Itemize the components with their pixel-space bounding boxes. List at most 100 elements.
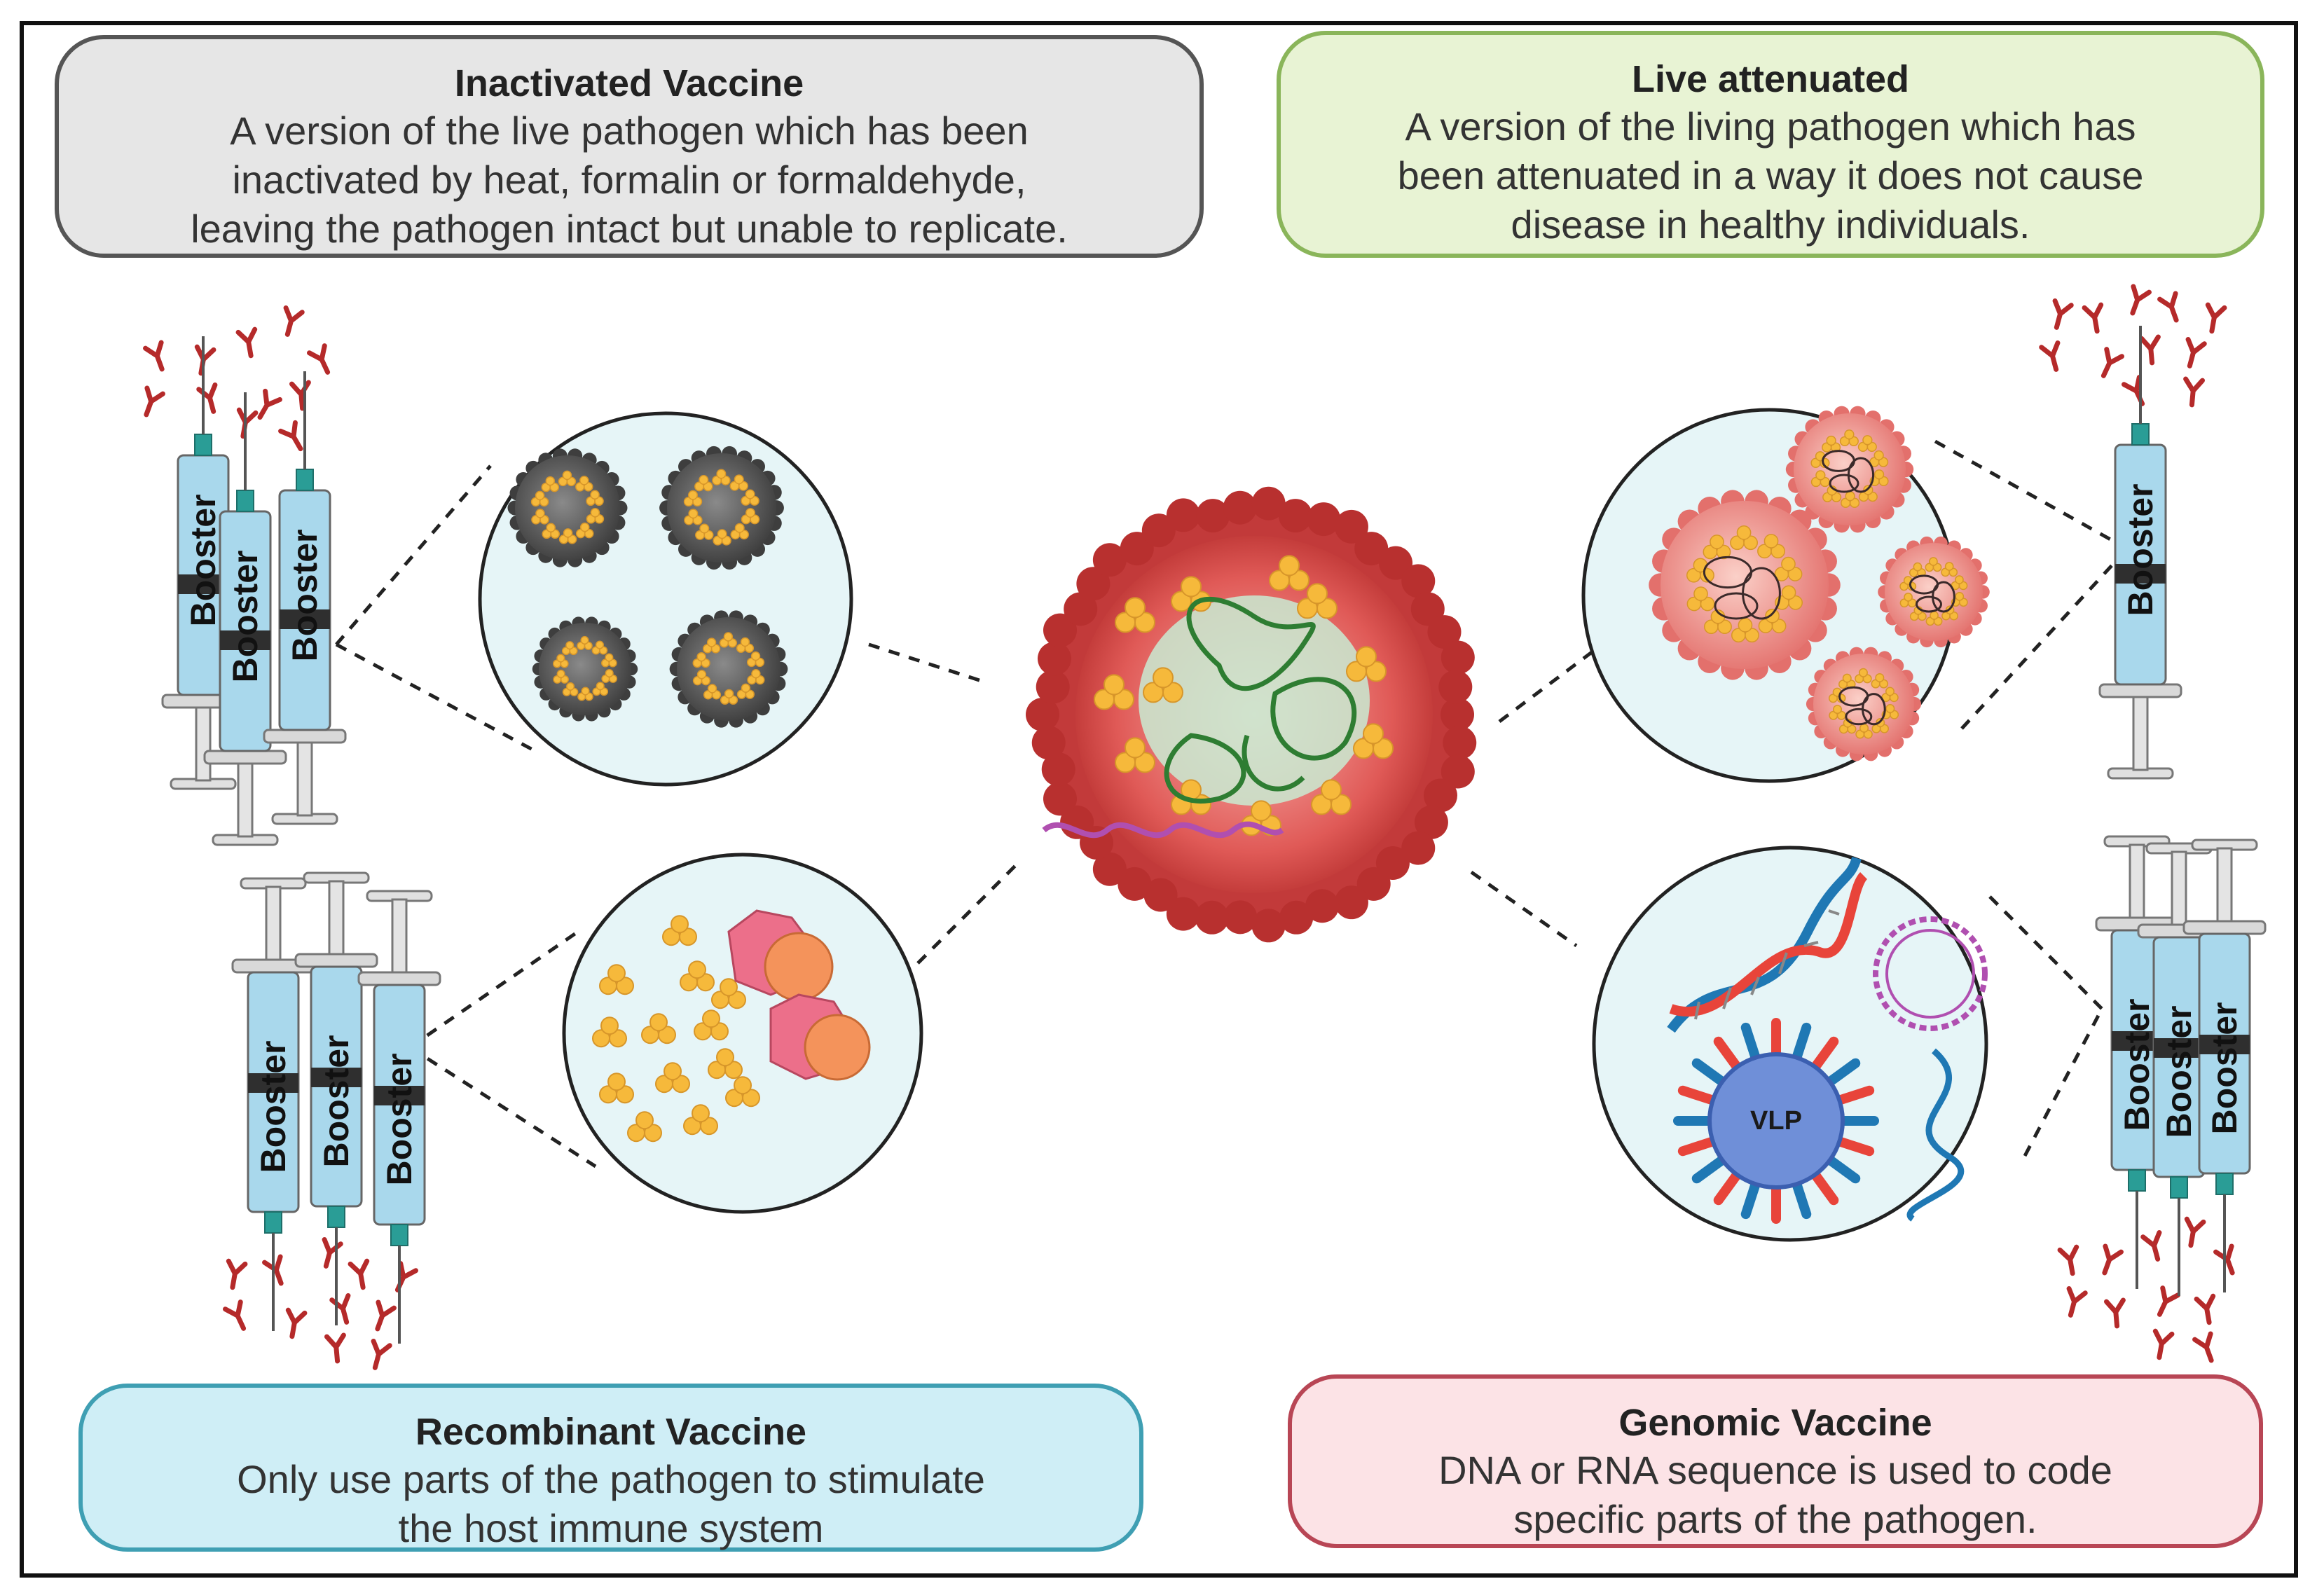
antigen-cluster xyxy=(1297,583,1338,619)
syringe: Booster xyxy=(2137,842,2221,1297)
vlp-spike xyxy=(1834,1085,1875,1105)
virus-spike xyxy=(1223,900,1258,935)
antigen-cluster xyxy=(1855,668,1872,684)
vlp-spike xyxy=(1792,1179,1812,1220)
syringe-label: Booster xyxy=(2205,1002,2244,1135)
rna-strand xyxy=(1906,1048,1965,1222)
antigen-cluster xyxy=(692,651,710,668)
virus-spike xyxy=(1379,546,1413,580)
antibody-icon xyxy=(2124,378,2150,408)
antigen-cluster xyxy=(592,1016,627,1048)
virus-spike xyxy=(1427,615,1462,649)
antigen-cluster xyxy=(662,915,697,946)
antigen-cluster xyxy=(1686,558,1714,583)
attenuated-virus xyxy=(1878,536,1990,648)
syringe: Booster xyxy=(203,391,287,846)
inactivated-desc-line: inactivated by heat, formalin or formald… xyxy=(232,158,1026,202)
antigen-cluster xyxy=(703,637,721,654)
antigen-cluster xyxy=(747,669,765,685)
virus-spike xyxy=(1414,805,1448,839)
virus-spike xyxy=(1118,867,1152,901)
antibody-icon xyxy=(326,1335,345,1362)
virus-spike xyxy=(1251,909,1286,943)
antibody-icon xyxy=(2195,1334,2220,1363)
antigen-cluster xyxy=(1703,535,1731,560)
antigen-cluster xyxy=(1704,609,1732,635)
antibody-icon xyxy=(226,1302,252,1332)
live-title: Live attenuated xyxy=(1631,58,1910,100)
syringes-inactivated: Booster Booster Booster xyxy=(161,335,347,846)
virus-spike xyxy=(1443,726,1477,760)
inactivated-desc-line: leaving the pathogen intact but unable t… xyxy=(191,207,1068,251)
antibody-icon xyxy=(2182,1219,2203,1247)
plasmid-ring xyxy=(1873,916,1988,1031)
virus-spike xyxy=(1166,897,1200,931)
antibody-icon xyxy=(265,1257,289,1286)
virus-spike xyxy=(1401,831,1436,865)
antigen-cluster xyxy=(1730,525,1759,551)
vlp-spike xyxy=(1691,1058,1728,1087)
antigen-cluster xyxy=(736,637,755,653)
vlp-spike xyxy=(1810,1169,1839,1206)
antigen-cluster xyxy=(558,528,577,544)
live-desc-line: disease in healthy individuals. xyxy=(1511,202,2030,247)
antigen-cluster xyxy=(695,523,714,540)
virus-spike xyxy=(1279,499,1313,533)
antigen-cluster xyxy=(558,470,577,487)
virus-spike xyxy=(1223,490,1257,525)
antigen-cluster xyxy=(1857,435,1877,453)
antigen-cluster xyxy=(586,490,604,506)
recombinant-title: Recombinant Vaccine xyxy=(415,1411,807,1453)
antigen-cluster xyxy=(542,523,560,539)
syringe: Booster xyxy=(294,871,378,1327)
antibody-icon xyxy=(370,1302,394,1332)
antigen-cluster xyxy=(719,632,738,648)
attenuated-virus xyxy=(1785,406,1914,533)
antigen-cluster xyxy=(1869,450,1889,467)
antibody-icon xyxy=(284,1310,305,1338)
antigen-cluster xyxy=(561,641,578,656)
antibody-icon xyxy=(2141,337,2160,364)
genomic-desc-line: DNA or RNA sequence is used to code xyxy=(1438,1448,2112,1492)
antigen-cluster xyxy=(641,1013,676,1044)
syringe: Booster xyxy=(2182,839,2267,1294)
antibody-icon xyxy=(238,329,259,357)
antibody-icon xyxy=(139,388,163,418)
virus-spike xyxy=(1305,889,1340,923)
syringe-label: Booster xyxy=(184,495,223,627)
virus-spike xyxy=(1043,782,1078,816)
antibody-icon xyxy=(291,382,310,409)
antigen-cluster xyxy=(713,529,731,546)
virus-spike xyxy=(1092,852,1127,886)
virus-spike xyxy=(1423,778,1457,813)
inactivated-vaccine-box: Inactivated Vaccine A version of the liv… xyxy=(55,35,1204,258)
syringe-label: Booster xyxy=(2117,999,2157,1131)
antigen-cluster xyxy=(562,682,579,696)
antigen-cluster xyxy=(1869,469,1889,486)
antibody-icon xyxy=(280,308,302,337)
virus-spike xyxy=(1141,513,1176,548)
antigen-cluster xyxy=(577,635,593,650)
antigen-cluster xyxy=(1774,556,1803,581)
live-attenuated-circle xyxy=(1581,406,1990,783)
antibody-icon xyxy=(2216,1246,2241,1276)
syringe: Booster xyxy=(161,335,245,790)
virus-spike xyxy=(1401,564,1436,598)
antigen-cluster xyxy=(575,476,593,492)
antigen-cluster xyxy=(1346,646,1387,682)
antigen-cluster xyxy=(680,960,715,992)
antigen-cluster xyxy=(1881,687,1899,703)
antigen-cluster xyxy=(1871,673,1889,689)
vlp-label: VLP xyxy=(1750,1106,1802,1136)
attenuated-virus xyxy=(1806,647,1922,761)
virus-spike xyxy=(1334,509,1368,544)
virus-spike xyxy=(1037,642,1071,676)
antigen-cluster xyxy=(1143,667,1183,703)
virus-spike xyxy=(1195,499,1230,533)
antigen-cluster xyxy=(729,474,748,491)
antibody-icon xyxy=(2143,1233,2166,1262)
live-attenuated-box: Live attenuated A version of the living … xyxy=(1277,31,2264,258)
genomic-circle: VLP xyxy=(1592,846,1988,1242)
